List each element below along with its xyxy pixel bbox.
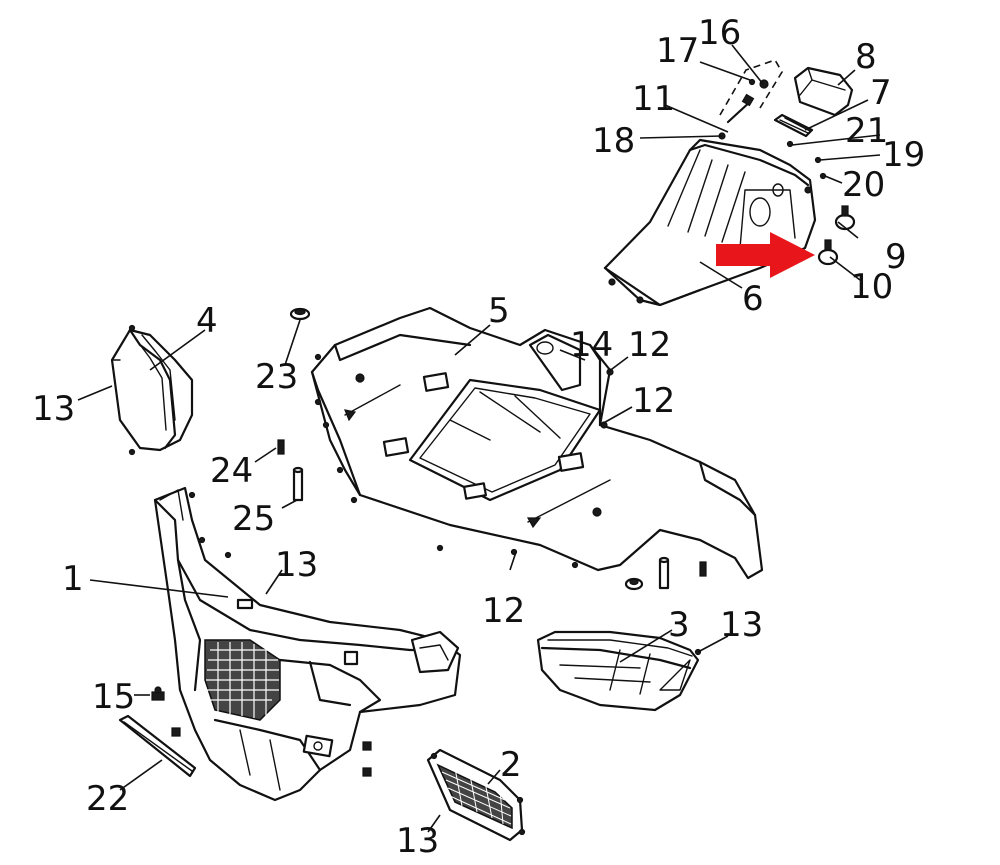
callout-16: 16 [698,13,741,53]
callout-19: 19 [882,135,925,175]
leader-lines [77,44,881,833]
part-7-strip [773,113,814,138]
misc-screws [171,727,372,777]
callout-22: 22 [86,779,129,819]
callout-labels: 1 2 3 4 5 6 7 8 9 10 11 12 12 12 13 13 1… [32,13,925,861]
grille-mesh [206,642,279,718]
part-2-grille-panel [426,748,526,842]
part-5-front-fender [310,306,764,580]
part-22-trim-strip [118,714,197,778]
highlight-arrow [716,232,815,278]
parts-18-21-hardware [718,132,827,180]
part-1-front-bumper [153,486,462,802]
callout-18: 18 [592,121,635,161]
callout-13a: 13 [32,389,75,429]
callout-23: 23 [255,357,298,397]
callout-7: 7 [870,73,892,113]
part-3-headlight [536,630,702,712]
callout-20: 20 [842,165,885,205]
part-6-rear-fender [603,138,817,307]
callout-24: 24 [210,451,253,491]
part-25-pin [292,466,304,502]
part-8-block [793,66,854,117]
part-23-grommet [289,307,311,321]
callout-12b: 12 [632,381,675,421]
callout-12a: 12 [628,325,671,365]
callout-11: 11 [632,79,675,119]
callout-21: 21 [845,111,888,151]
parts-9-10-knobs [817,205,856,266]
callout-9: 9 [885,237,907,277]
callout-4: 4 [196,301,218,341]
callout-1: 1 [62,559,84,599]
callout-25: 25 [232,499,275,539]
callout-10: 10 [850,267,893,307]
callout-2: 2 [500,745,522,785]
part-24-screw [277,439,285,455]
part-4-headlight-housing [110,324,194,456]
callout-17: 17 [656,31,699,71]
callout-3: 3 [668,605,690,645]
callout-13c: 13 [720,605,763,645]
callout-5: 5 [488,291,510,331]
callout-15: 15 [92,677,135,717]
callout-13d: 13 [396,821,439,861]
callout-13b: 13 [275,545,318,585]
callout-8: 8 [855,37,877,77]
extra-pin-and-grommet [624,556,707,591]
callout-12c: 12 [482,591,525,631]
callout-14: 14 [570,325,613,365]
part-15-screw [151,686,165,701]
callout-6: 6 [742,279,764,319]
parts-16-17-fasteners [719,59,783,124]
